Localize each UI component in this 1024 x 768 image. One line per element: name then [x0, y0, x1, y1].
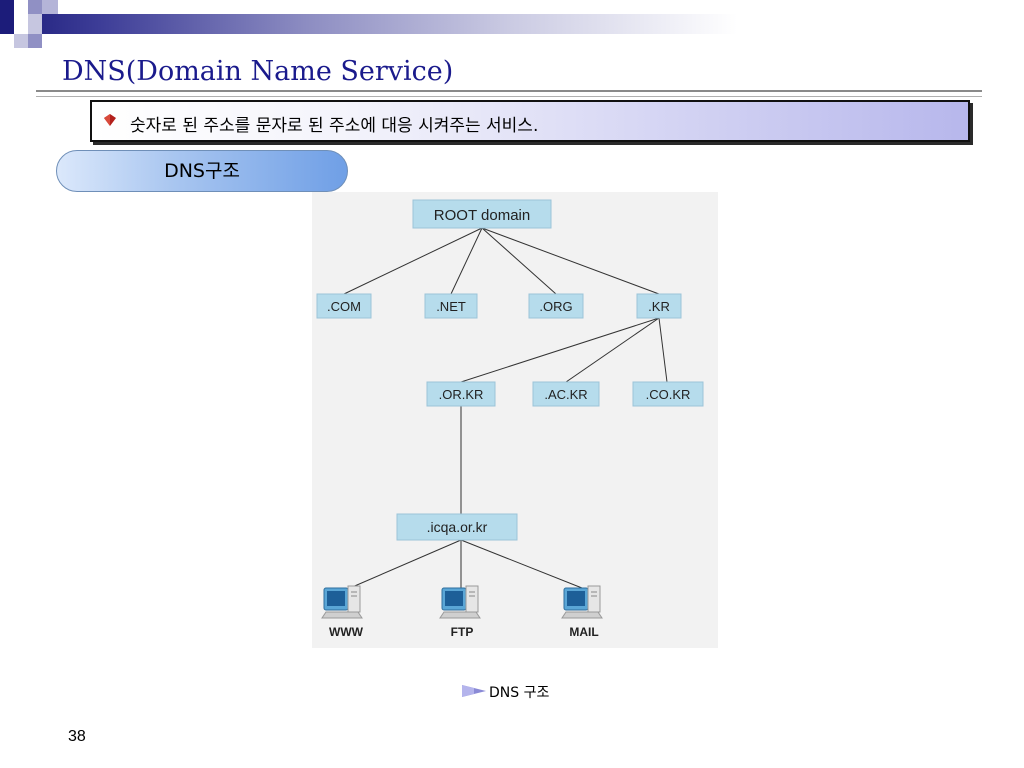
node-ackr: .AC.KR — [532, 381, 600, 407]
edge-root-kr — [481, 227, 660, 295]
triangle-arrow-icon — [462, 685, 486, 697]
decor-square — [0, 14, 14, 34]
node-icqa: .icqa.or.kr — [396, 513, 518, 541]
decor-square — [28, 14, 42, 34]
server-label-www: WWW — [329, 625, 364, 639]
computer-icon — [321, 585, 363, 619]
node-icqa-label: .icqa.or.kr — [427, 519, 488, 535]
edge-root-com — [343, 227, 483, 295]
node-kr-label: .KR — [648, 299, 670, 314]
node-kr: .KR — [636, 293, 682, 319]
decor-square — [28, 34, 42, 48]
computer-icon — [561, 585, 603, 619]
node-orkr: .OR.KR — [426, 381, 496, 407]
decor-square — [14, 0, 28, 14]
section-label: DNS구조 — [56, 150, 348, 192]
node-orkr-label: .OR.KR — [439, 387, 484, 402]
node-cokr-label: .CO.KR — [646, 387, 691, 402]
title-divider — [36, 90, 982, 97]
decor-square — [14, 14, 28, 34]
edge-kr-cokr — [658, 317, 668, 383]
decor-square — [28, 0, 42, 14]
edge-icqa-mail — [460, 539, 583, 589]
edge-root-net — [450, 227, 483, 295]
node-root: ROOT domain — [412, 199, 552, 229]
decor-square — [0, 0, 14, 14]
decor-square — [14, 34, 28, 48]
server-label-mail: MAIL — [569, 625, 598, 639]
node-com: .COM — [316, 293, 372, 319]
page-number: 38 — [68, 728, 86, 745]
node-org: .ORG — [528, 293, 584, 319]
decor-square — [42, 0, 58, 14]
red-diamond-arrow-icon — [104, 114, 116, 126]
node-ackr-label: .AC.KR — [544, 387, 587, 402]
slide-title: DNS(Domain Name Service) — [62, 56, 454, 87]
definition-text: 숫자로 된 주소를 문자로 된 주소에 대응 시켜주는 서비스. — [130, 116, 539, 136]
edge-kr-orkr — [460, 317, 660, 383]
edge-root-org — [481, 227, 557, 295]
node-root-label: ROOT domain — [434, 207, 530, 224]
node-cokr: .CO.KR — [632, 381, 704, 407]
edge-icqa-www — [349, 539, 462, 589]
figure-caption: DNS 구조 — [489, 685, 550, 701]
computer-icon — [439, 585, 481, 619]
node-net: .NET — [424, 293, 478, 319]
diagram-background — [312, 192, 718, 648]
node-com-label: .COM — [327, 299, 361, 314]
server-label-ftp: FTP — [451, 625, 474, 639]
node-org-label: .ORG — [539, 299, 572, 314]
edge-kr-ackr — [565, 317, 660, 383]
node-net-label: .NET — [436, 299, 466, 314]
definition-box: 숫자로 된 주소를 문자로 된 주소에 대응 시켜주는 서비스. — [90, 100, 970, 142]
header-gradient-band — [0, 14, 1024, 34]
